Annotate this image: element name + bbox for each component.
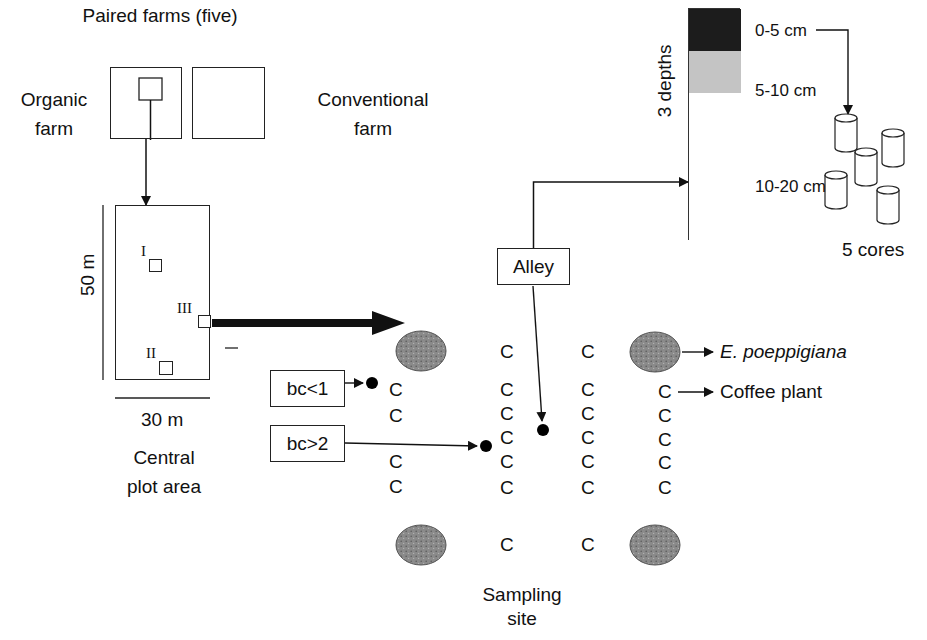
sampling-dot: [366, 377, 378, 389]
tree-symbol: [396, 331, 446, 371]
plant-symbol: C: [581, 340, 595, 364]
node-label: Organic farm: [7, 86, 101, 143]
node-label: 3 depths: [652, 44, 676, 117]
plant-symbol: C: [581, 533, 595, 557]
label: 30 m: [141, 408, 183, 432]
plant-symbol: C: [581, 476, 595, 500]
plant-symbol: C: [581, 378, 595, 402]
depth-band: 0-5 cm: [689, 9, 741, 51]
connector: [534, 182, 689, 248]
node-label: II: [146, 344, 156, 363]
plant-symbol: C: [581, 450, 595, 474]
plant-symbol: C: [500, 340, 514, 364]
soil-cores: [825, 114, 904, 224]
sampling-dot: [480, 440, 492, 452]
plant-symbol: C: [389, 404, 403, 428]
node-label: 0-5 cm: [755, 20, 807, 41]
leader-arrow: [678, 391, 713, 392]
tree-symbol: [396, 525, 446, 565]
plant-symbol: C: [500, 426, 514, 450]
selected-plot: [139, 78, 162, 100]
plant-symbol: C: [581, 426, 595, 450]
plant-symbol: C: [500, 476, 514, 500]
label: E. poeppigiana: [720, 340, 847, 364]
leader-arrow: [533, 286, 542, 421]
node-label: bc>2: [287, 432, 329, 456]
plant-symbol: C: [658, 404, 672, 428]
subplot: I: [149, 259, 162, 272]
tree-symbol: [630, 525, 680, 565]
leader-arrow: [345, 443, 477, 446]
plant-symbol: C: [389, 475, 403, 499]
plant-symbol: C: [581, 402, 595, 426]
label: 5 cores: [842, 238, 904, 262]
plant-symbol: C: [500, 450, 514, 474]
farm-box: Organic farm: [110, 67, 182, 139]
soil-column: 3 depths0-5 cm5-10 cm10-20 cm: [688, 8, 740, 240]
plot-area: Central plot areaIIIIII: [115, 205, 210, 380]
label-box: bc<1: [270, 370, 345, 407]
label: 50 m: [76, 254, 100, 296]
subplot: III: [198, 315, 211, 328]
depth-band: 10-20 cm: [689, 93, 741, 240]
node-label: Central plot area: [118, 444, 210, 501]
subplot: II: [159, 361, 173, 375]
leader-arrow: [682, 351, 713, 352]
node-label: bc<1: [287, 377, 329, 401]
dimension-line: [102, 205, 103, 380]
node-label: III: [177, 299, 192, 318]
plant-symbol: C: [658, 451, 672, 475]
label-box: Alley: [497, 248, 570, 285]
label: Paired farms (five): [83, 4, 238, 28]
sampling-dot: [537, 424, 549, 436]
node-label: 10-20 cm: [755, 176, 826, 197]
leader-arrow: [816, 30, 848, 114]
node-label: 5-10 cm: [755, 80, 816, 101]
label: Sampling site: [475, 583, 570, 632]
plant-symbol: C: [500, 378, 514, 402]
plant-symbol: C: [500, 402, 514, 426]
leader-arrow: [345, 382, 363, 383]
plant-symbol: C: [389, 450, 403, 474]
node-label: I: [141, 242, 146, 261]
tick: [225, 347, 238, 348]
label-box: bc>2: [270, 425, 345, 462]
connector: [145, 139, 147, 205]
farm-box: Conventional farm: [192, 67, 265, 139]
node-label: Alley: [513, 255, 554, 279]
depth-band: 5-10 cm: [689, 51, 741, 93]
thick-arrow: [212, 311, 405, 335]
label: Coffee plant: [720, 380, 822, 404]
plant-symbol: C: [658, 476, 672, 500]
tree-symbol: [630, 332, 680, 372]
plant-symbol: C: [389, 378, 403, 402]
leader-line: [150, 100, 152, 140]
node-label: Conventional farm: [308, 86, 438, 143]
plant-symbol: C: [658, 380, 672, 404]
dimension-line: [115, 397, 210, 398]
plant-symbol: C: [658, 428, 672, 452]
plant-symbol: C: [500, 533, 514, 557]
